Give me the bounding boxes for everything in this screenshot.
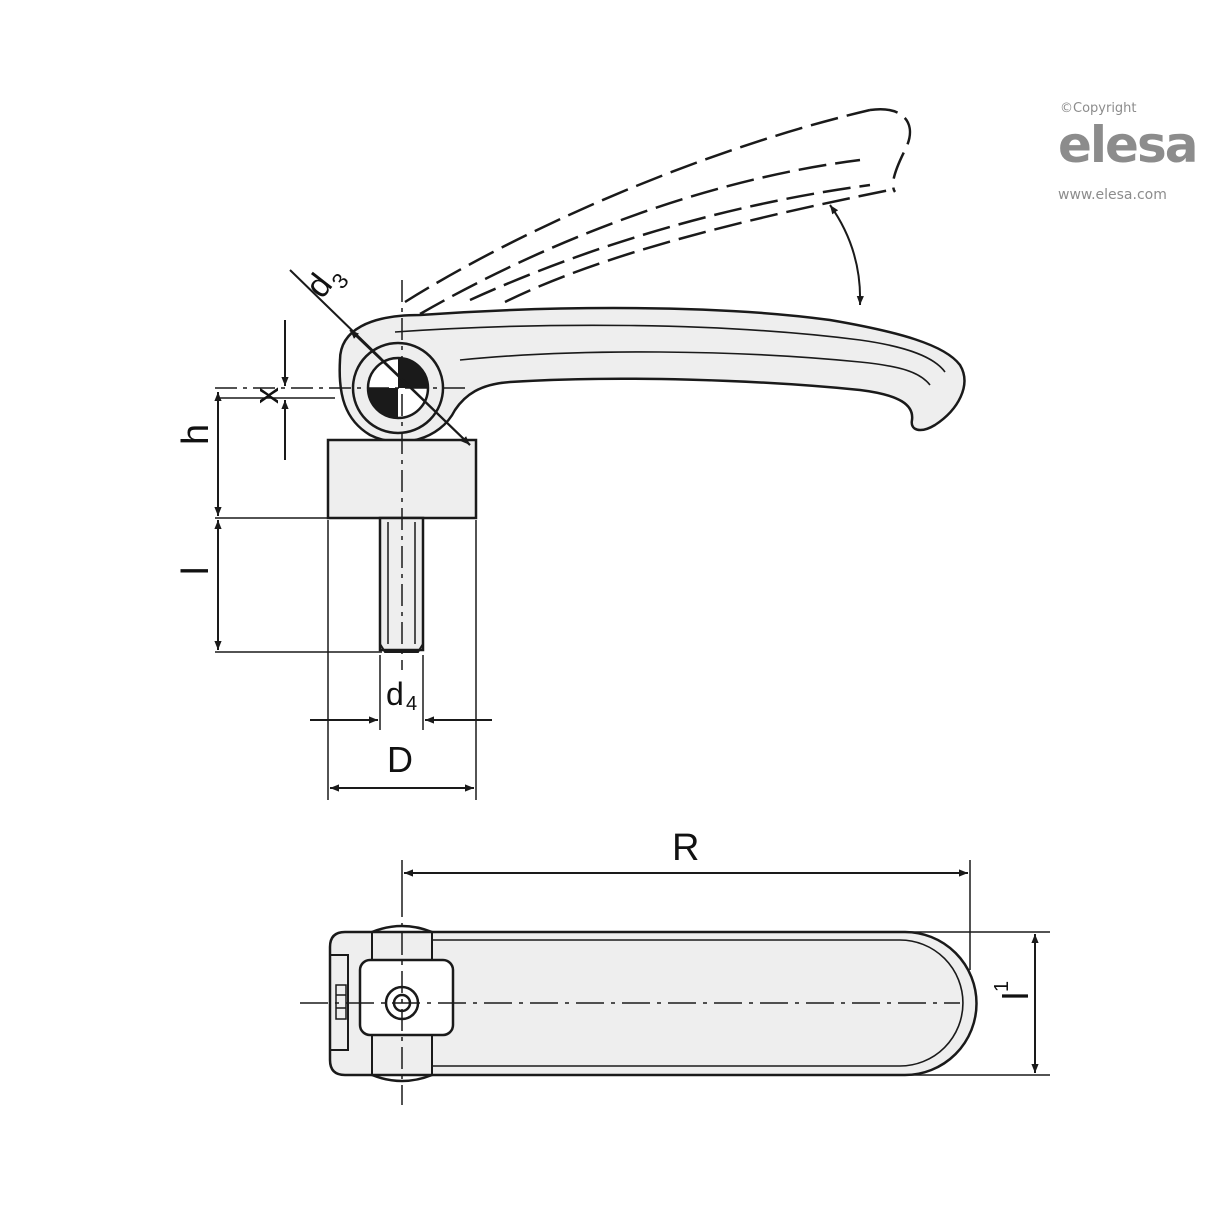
raised-lever-dashed bbox=[404, 107, 912, 316]
label-l: l bbox=[175, 567, 217, 575]
label-l1-subscript: 1 bbox=[991, 981, 1013, 992]
top-view bbox=[300, 860, 1050, 1105]
copyright-text: ©Copyright bbox=[1060, 101, 1137, 116]
top-view-labels: R l 1 bbox=[672, 827, 1036, 1000]
lock-mark bbox=[335, 984, 347, 1020]
label-l1: l bbox=[995, 992, 1036, 1000]
label-d4-subscript: 4 bbox=[406, 693, 417, 715]
lever-rib-1 bbox=[394, 324, 946, 373]
lever-top-body bbox=[328, 930, 978, 1077]
brand-logo-text: elesa bbox=[1058, 116, 1196, 174]
label-x: x bbox=[248, 387, 286, 404]
elesa-logo: ©Copyright elesa www.elesa.com bbox=[1058, 101, 1198, 203]
lever-body bbox=[338, 306, 966, 444]
swing-arc-arrow bbox=[829, 204, 864, 306]
label-h: h bbox=[175, 424, 217, 445]
lever-rib-2 bbox=[459, 351, 931, 386]
label-D: D bbox=[387, 739, 413, 780]
website-text: www.elesa.com bbox=[1058, 187, 1167, 203]
side-view bbox=[214, 107, 966, 800]
label-R: R bbox=[672, 827, 699, 869]
label-d4: d bbox=[386, 676, 404, 712]
